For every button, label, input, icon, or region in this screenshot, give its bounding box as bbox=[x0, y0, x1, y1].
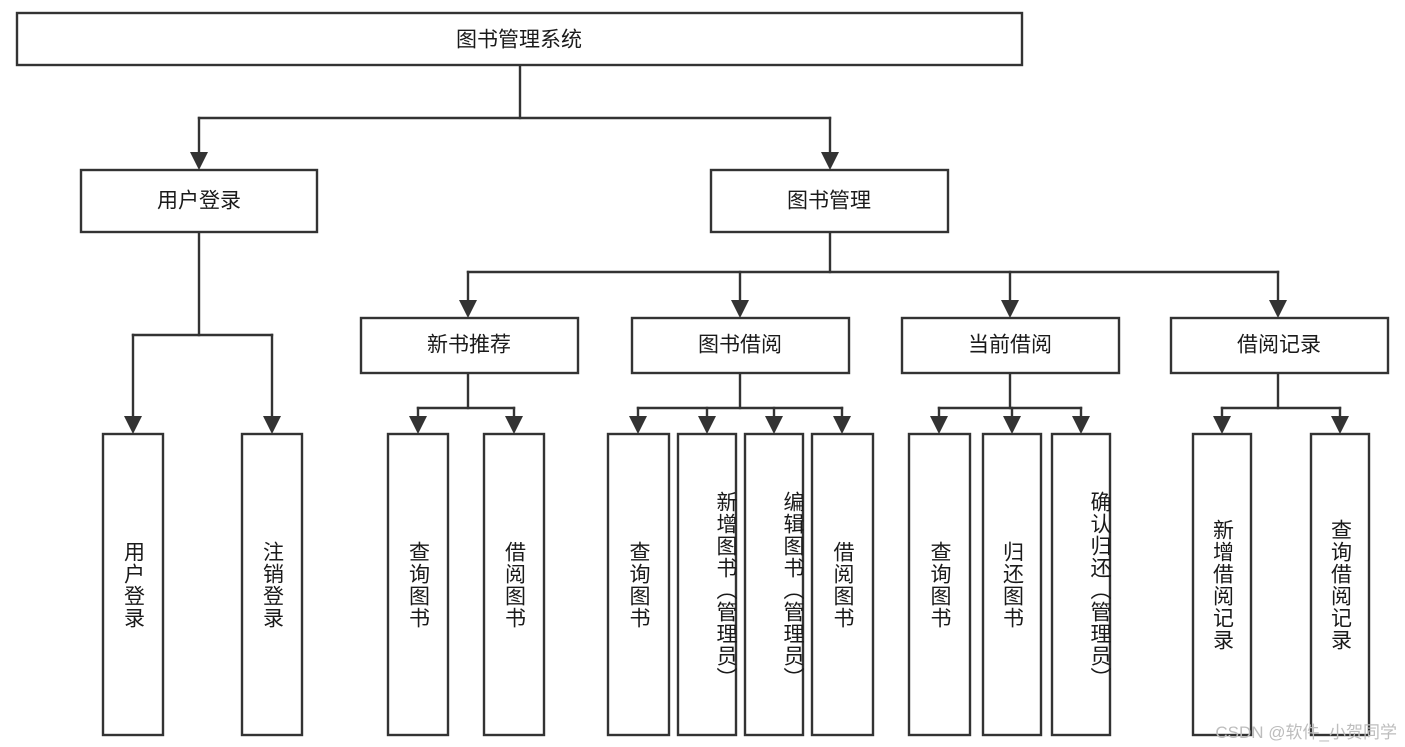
leaf-return-book-box[interactable] bbox=[981, 432, 1043, 737]
arrow-to-leaf-query-book-borrow bbox=[629, 416, 647, 434]
arrow-to-leaf-borrow-book-new bbox=[505, 416, 523, 434]
leaf-borrow-book-new-box[interactable] bbox=[482, 432, 546, 737]
node-current-borrow-label: 当前借阅 bbox=[968, 334, 1052, 357]
node-book-borrow-label: 图书借阅 bbox=[698, 334, 782, 357]
node-borrow-record[interactable]: 借阅记录 bbox=[1169, 316, 1390, 375]
leaf-query-book-current-box[interactable] bbox=[907, 432, 972, 737]
arrow-to-new-book-recommend bbox=[459, 300, 477, 318]
node-book-borrow-box[interactable] bbox=[630, 316, 851, 375]
csdn-watermark: CSDN @软件_小贺同学 bbox=[1215, 723, 1397, 742]
node-book-manage-label: 图书管理 bbox=[787, 190, 871, 213]
leaf-edit-book-box[interactable] bbox=[743, 432, 805, 737]
node-new-book-recommend[interactable]: 新书推荐 bbox=[359, 316, 580, 375]
arrow-to-leaf-query-book-new bbox=[409, 416, 427, 434]
node-borrow-record-label: 借阅记录 bbox=[1237, 334, 1321, 357]
arrow-to-book-manage bbox=[821, 152, 839, 170]
arrow-to-leaf-query-record bbox=[1331, 416, 1349, 434]
leaf-query-record-box[interactable] bbox=[1309, 432, 1371, 737]
leaf-boxes-group bbox=[101, 432, 1371, 737]
node-book-manage-box[interactable] bbox=[709, 168, 950, 234]
node-root[interactable]: 图书管理系统 bbox=[15, 11, 1024, 67]
arrow-to-leaf-user-login bbox=[124, 416, 142, 434]
arrow-to-leaf-query-book-current bbox=[930, 416, 948, 434]
node-user-login-label: 用户登录 bbox=[157, 190, 241, 213]
node-user-login-box[interactable] bbox=[79, 168, 319, 234]
leaf-logout-box[interactable] bbox=[240, 432, 304, 737]
node-user-login[interactable]: 用户登录 bbox=[79, 168, 319, 234]
leaf-query-book-borrow-box[interactable] bbox=[606, 432, 671, 737]
arrow-to-user-login bbox=[190, 152, 208, 170]
arrow-to-leaf-add-record bbox=[1213, 416, 1231, 434]
node-new-book-recommend-label: 新书推荐 bbox=[427, 334, 511, 357]
arrow-to-book-borrow bbox=[731, 300, 749, 318]
leaf-add-book-box[interactable] bbox=[676, 432, 738, 737]
arrow-to-current-borrow bbox=[1001, 300, 1019, 318]
arrow-to-leaf-return-book bbox=[1003, 416, 1021, 434]
leaf-user-login-box[interactable] bbox=[101, 432, 165, 737]
arrow-to-leaf-borrow-book bbox=[833, 416, 851, 434]
arrow-to-leaf-edit-book bbox=[765, 416, 783, 434]
leaf-add-record-box[interactable] bbox=[1191, 432, 1253, 737]
node-current-borrow[interactable]: 当前借阅 bbox=[900, 316, 1121, 375]
node-book-manage[interactable]: 图书管理 bbox=[709, 168, 950, 234]
arrow-to-borrow-record bbox=[1269, 300, 1287, 318]
node-root-label: 图书管理系统 bbox=[456, 29, 582, 52]
node-new-book-recommend-box[interactable] bbox=[359, 316, 580, 375]
leaf-confirm-return-box[interactable] bbox=[1050, 432, 1112, 737]
node-root-box[interactable] bbox=[15, 11, 1024, 67]
arrow-to-leaf-add-book bbox=[698, 416, 716, 434]
leaf-borrow-book-box[interactable] bbox=[810, 432, 875, 737]
node-current-borrow-box[interactable] bbox=[900, 316, 1121, 375]
node-borrow-record-box[interactable] bbox=[1169, 316, 1390, 375]
arrow-to-leaf-confirm-return bbox=[1072, 416, 1090, 434]
arrow-to-leaf-logout bbox=[263, 416, 281, 434]
node-book-borrow[interactable]: 图书借阅 bbox=[630, 316, 851, 375]
leaf-query-book-new-box[interactable] bbox=[386, 432, 450, 737]
connectors-group bbox=[124, 63, 1349, 434]
